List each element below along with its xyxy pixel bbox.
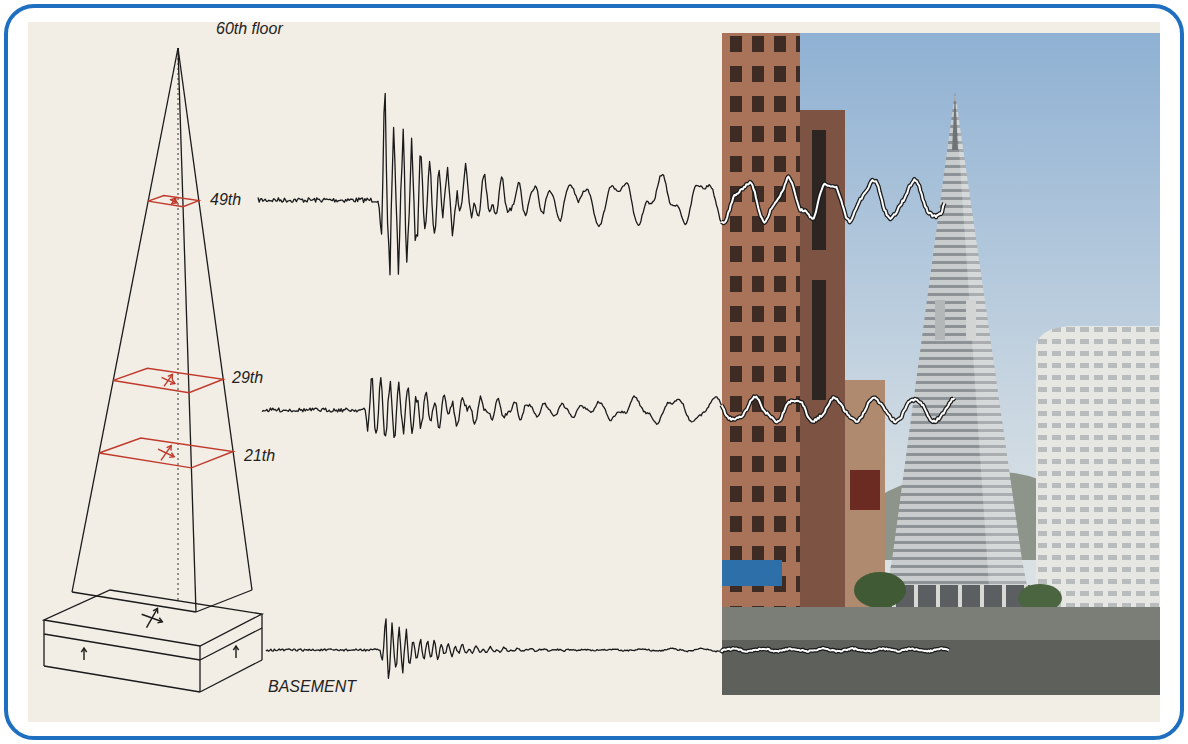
floor-section bbox=[99, 438, 233, 468]
seismogram-trace bbox=[262, 378, 723, 438]
pyramid-arcade bbox=[884, 585, 1030, 607]
pyramid-base-edge bbox=[196, 590, 252, 612]
tree bbox=[854, 572, 906, 608]
seismogram-trace bbox=[266, 619, 722, 678]
sensor-axis bbox=[170, 199, 177, 202]
seismogram-trace-outline bbox=[722, 397, 955, 423]
sensor-arrowhead bbox=[157, 618, 162, 623]
shop-sign bbox=[850, 470, 880, 510]
basement-bottom bbox=[44, 666, 200, 692]
sensor-arrowhead bbox=[168, 374, 173, 379]
window bbox=[812, 280, 826, 400]
pyramid-base-edge bbox=[72, 592, 196, 612]
seismograms bbox=[258, 93, 954, 678]
floor-label: 21th bbox=[244, 446, 275, 465]
sensor-axis bbox=[158, 449, 174, 457]
seismogram-trace bbox=[258, 93, 722, 274]
left-building bbox=[722, 33, 800, 695]
basement-line bbox=[44, 634, 200, 660]
frame-border bbox=[6, 6, 1182, 738]
basement-line bbox=[200, 628, 262, 660]
sensor-arrowhead bbox=[153, 608, 158, 613]
pyramid-body bbox=[884, 92, 1030, 602]
basement-edge bbox=[199, 646, 200, 692]
panel-ground bbox=[28, 22, 1160, 722]
pyramid-wing bbox=[966, 300, 976, 340]
sensor-arrowhead bbox=[233, 646, 238, 650]
seismogram-trace-highlight bbox=[722, 397, 955, 423]
floor-label: BASEMENT bbox=[268, 677, 356, 696]
sensor-arrowhead bbox=[170, 379, 175, 384]
pyramid-wing bbox=[935, 300, 945, 340]
sensor-arrowhead bbox=[81, 648, 86, 652]
seismogram-trace-outline bbox=[721, 177, 944, 223]
pyramid-shade bbox=[955, 92, 1030, 602]
pyramid-edge bbox=[178, 48, 252, 590]
photo bbox=[722, 33, 1160, 695]
pyramid-wireframe bbox=[44, 48, 262, 692]
sensor-arrowhead bbox=[169, 453, 174, 458]
sensor-axis bbox=[162, 377, 175, 383]
seismogram-trace-outline bbox=[721, 648, 949, 652]
floor-label: 29th bbox=[232, 368, 263, 387]
floor-label: 60th floor bbox=[216, 19, 283, 38]
center-axis bbox=[178, 48, 179, 600]
basement-edge bbox=[43, 620, 44, 666]
pyramid-edge bbox=[178, 48, 196, 612]
sensor-arrowhead bbox=[167, 446, 172, 451]
arcade-columns bbox=[892, 585, 1028, 607]
floor-section bbox=[113, 368, 223, 392]
sky bbox=[722, 33, 1160, 695]
pyramid-spire bbox=[952, 92, 958, 150]
seismogram-trace-highlight bbox=[721, 648, 949, 652]
basement-top bbox=[44, 590, 262, 646]
floor-label: 49th bbox=[210, 190, 241, 209]
basement-bottom bbox=[200, 660, 262, 692]
pyramid-edge bbox=[72, 48, 178, 592]
basement-edge bbox=[261, 614, 262, 660]
sensor-arrowhead bbox=[172, 199, 177, 204]
awning bbox=[722, 560, 782, 586]
seismogram-trace-highlight bbox=[721, 177, 944, 223]
floor-section bbox=[148, 195, 199, 206]
